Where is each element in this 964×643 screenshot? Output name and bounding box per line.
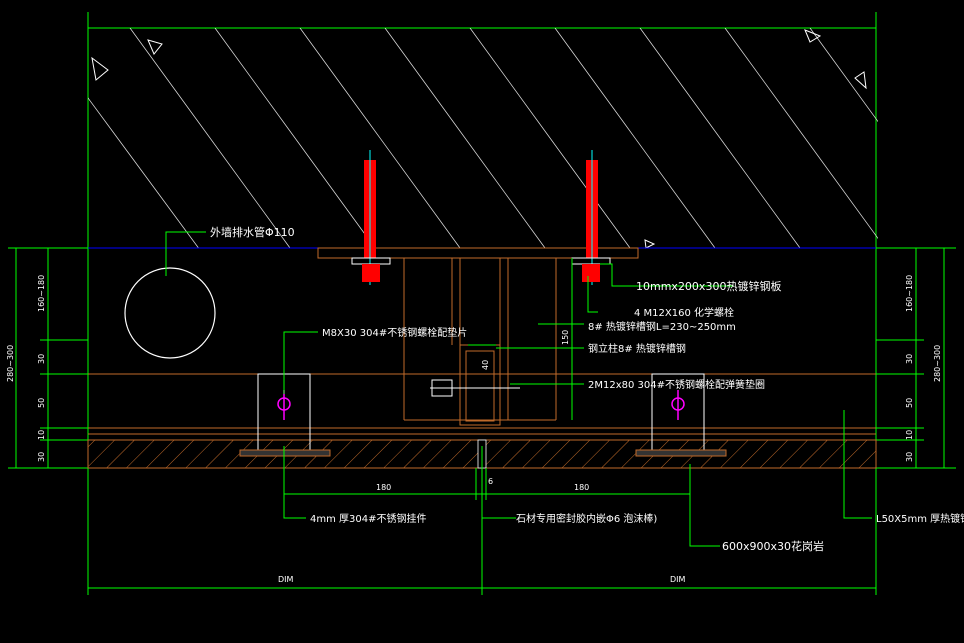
aggregate-marks: [91, 29, 867, 249]
left-dim-top: 160~180: [37, 275, 46, 312]
dim-180-right: 180: [574, 483, 589, 492]
hanger-right: [635, 373, 727, 457]
dim-right: DIM: [670, 575, 686, 584]
right-dimension-lines: [876, 247, 956, 469]
dim-180-left: 180: [376, 483, 391, 492]
drain-pipe-leader: [165, 231, 206, 276]
left-dim-total: 280~300: [6, 345, 15, 382]
label-drain-pipe: 外墙排水管Φ110: [210, 225, 295, 239]
drain-pipe-circle: [124, 267, 216, 359]
left-dimension-lines: [8, 247, 88, 469]
dim-left: DIM: [278, 575, 294, 584]
label-angle-steel: 钢立柱8# 热镀锌槽钢: [588, 342, 686, 355]
bracket-bolt-left: [277, 390, 291, 420]
channel-steel: [403, 258, 557, 426]
right-dim-total: 280~300: [933, 345, 942, 382]
label-channel-steel: 8# 热镀锌槽钢L=230~250mm: [588, 320, 736, 333]
leader-lines: [283, 258, 872, 547]
left-dim-10: 10: [37, 430, 46, 440]
label-chem-bolt: 4 M12X160 化学螺栓: [634, 306, 734, 319]
steel-plate: [317, 247, 639, 259]
bottom-dimension-lines: [88, 468, 876, 595]
right-dim-50: 50: [905, 398, 914, 408]
right-dim-30a: 30: [905, 354, 914, 364]
left-dim-50: 50: [37, 398, 46, 408]
label-sealant: 石材专用密封胶内嵌Φ6 泡沫棒): [516, 512, 657, 525]
concrete-wall: [88, 28, 878, 248]
label-l50: L50X5mm 厚热镀锌角钢: [876, 512, 964, 525]
label-hanger: 4mm 厚304#不锈钢挂件: [310, 512, 427, 525]
label-steel-plate: 10mmx200x300热镀锌钢板: [636, 279, 781, 293]
m12-bolt: [430, 379, 520, 397]
right-dim-top: 160~180: [905, 275, 914, 312]
dim-40: 40: [481, 360, 490, 370]
right-dim-30b: 30: [905, 452, 914, 462]
dim-150: 150: [561, 330, 570, 345]
dim-gap-6: 6: [488, 477, 493, 486]
anchor-bolt-right: [571, 150, 611, 285]
left-dim-30a: 30: [37, 354, 46, 364]
label-m8-bolt: M8X30 304#不锈钢螺栓配垫片: [322, 326, 467, 339]
anchor-bolt-left: [351, 150, 391, 285]
label-m12-bolt: 2M12x80 304#不锈钢螺栓配弹簧垫圈: [588, 378, 765, 391]
label-granite: 600x900x30花岗岩: [722, 539, 824, 553]
left-dim-30b: 30: [37, 452, 46, 462]
bracket-bolt-right: [671, 390, 685, 420]
right-dim-10: 10: [905, 430, 914, 440]
